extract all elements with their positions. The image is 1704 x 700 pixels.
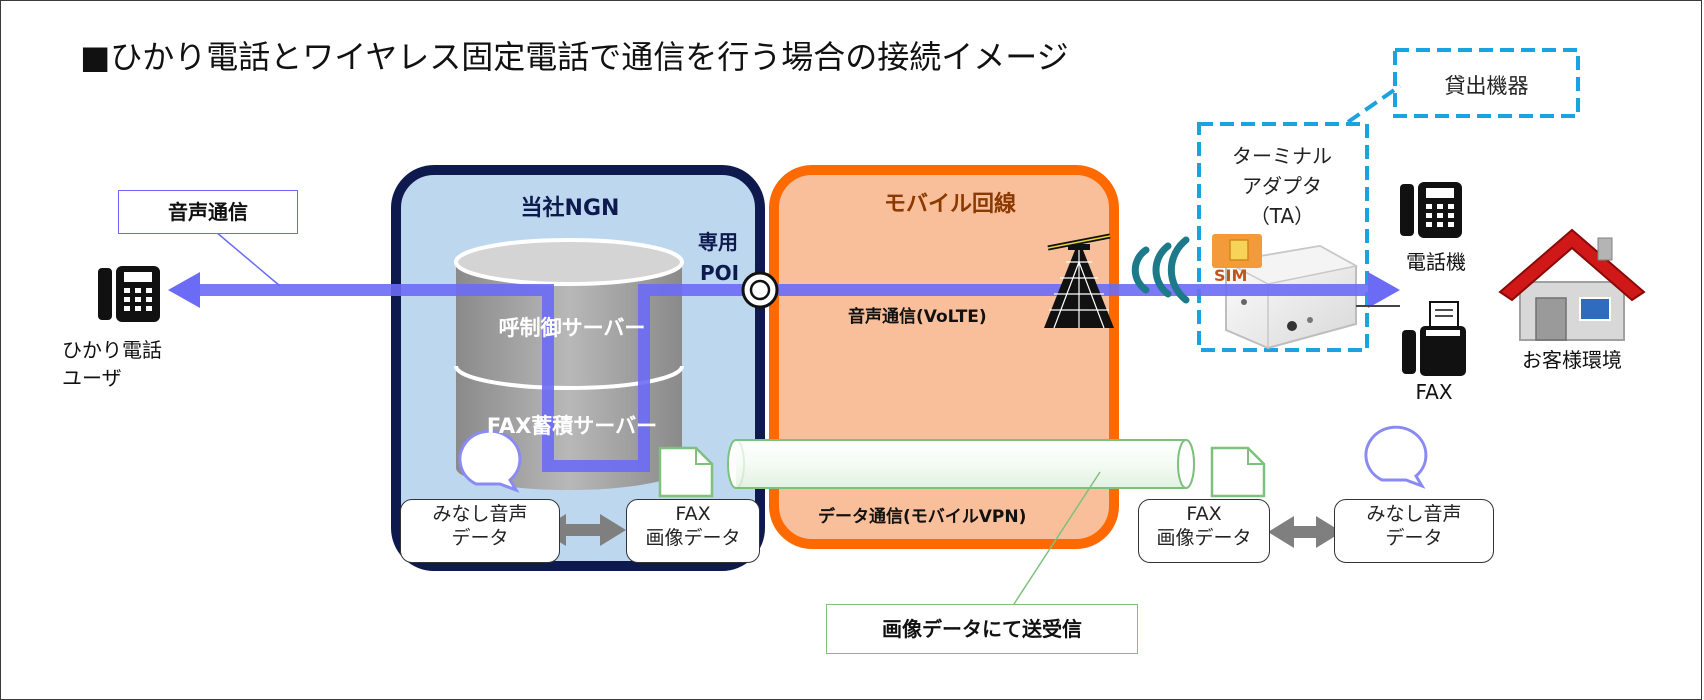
callout-line [1346,84,1402,124]
deemed-voice-line2: データ [1385,527,1443,549]
deemed-voice-line1: みなし音声 [1366,503,1462,525]
ta-label-2: アダプタ [1242,174,1322,198]
lent-equipment-label-frame [1393,48,1580,118]
fax-image-line2: 画像データ [1156,527,1252,549]
deemed-voice-data-box-customer: みなし音声 データ [1334,499,1494,563]
voice-comm-label: 音声通信 [168,200,248,224]
house-icon [1498,228,1646,341]
deemed-voice-line1: みなし音声 [432,503,528,525]
fax-storage-server-label: FAX蓄積サーバー [486,414,658,438]
voice-comm-callout: 音声通信 [118,190,298,234]
deemed-voice-line2: データ [451,527,509,549]
speech-bubble-icon [458,429,522,493]
pipe-icon [727,439,1195,489]
speech-bubble-icon [1364,425,1428,489]
terminal-adapter-icon [1223,244,1359,350]
fax-label: FAX [1415,380,1453,404]
document-icon [1210,446,1266,498]
image-leader-line [1013,471,1101,605]
phone-icon [98,266,160,322]
signal-waves-icon [1131,236,1190,304]
volte-label: 音声通信(VoLTE) [848,307,987,327]
deemed-voice-data-box-ngn: みなし音声 データ [400,499,560,563]
document-icon [658,446,714,498]
ta-label-3: （TA） [1249,204,1315,228]
hikari-user-label-1: ひかり電話 [62,338,162,362]
fax-image-line2: 画像データ [645,527,741,549]
sim-card-icon [1212,234,1262,268]
fax-icon [1402,301,1466,376]
ngn-label: 当社NGN [520,196,620,221]
customer-env-label: お客様環境 [1522,348,1622,372]
hikari-user-label-2: ユーザ [62,366,122,390]
phone-label: 電話機 [1406,250,1466,274]
database-icon [454,238,684,490]
fax-image-line1: FAX [675,503,711,525]
antenna-tower-icon [1044,233,1114,329]
phone-icon [1400,182,1462,238]
lent-equipment-frame [1197,122,1369,352]
double-arrow-icon [540,514,626,546]
connection-diagram [98,48,1646,605]
ta-label-1: ターミナル [1232,144,1332,168]
poi-label-line1: 専用 [698,230,738,254]
image-send-label: 画像データにて送受信 [882,617,1082,641]
page-title: ■ひかり電話とワイヤレス固定電話で通信を行う場合の接続イメージ [80,38,1069,76]
fax-image-data-box-ngn: FAX 画像データ [626,499,760,563]
double-arrow-icon [1268,516,1342,548]
poi-icon [741,271,779,309]
fax-image-data-box-customer: FAX 画像データ [1138,499,1270,563]
data-vpn-label: データ通信(モバイルVPN) [818,507,1027,527]
lent-equipment-label: 貸出機器 [1444,74,1529,98]
fax-image-line1: FAX [1186,503,1222,525]
voice-leader-line [215,231,281,287]
poi-label-line2: POI [700,261,740,285]
mobile-label: モバイル回線 [883,192,1016,217]
image-send-callout: 画像データにて送受信 [826,604,1138,654]
call-control-server-label: 呼制御サーバー [498,316,646,340]
sim-label: SIM [1214,266,1248,285]
